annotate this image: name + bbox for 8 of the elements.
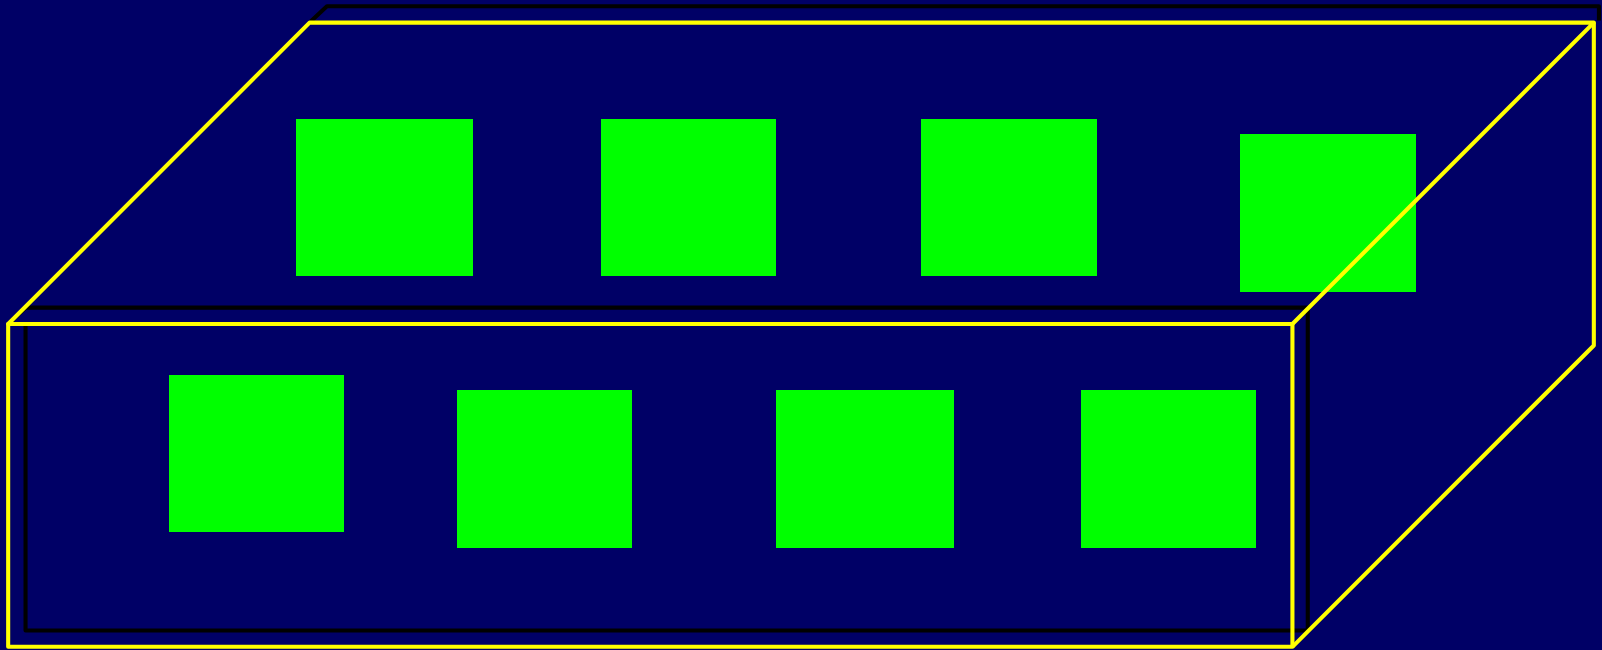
square-pad [776, 390, 955, 548]
square-pad [1240, 133, 1417, 293]
square-pad [600, 118, 777, 276]
square-pad [168, 374, 345, 533]
square-pad [456, 390, 633, 548]
square-pad [1080, 390, 1256, 548]
square-pad [920, 118, 1098, 276]
square-pad [296, 118, 474, 276]
